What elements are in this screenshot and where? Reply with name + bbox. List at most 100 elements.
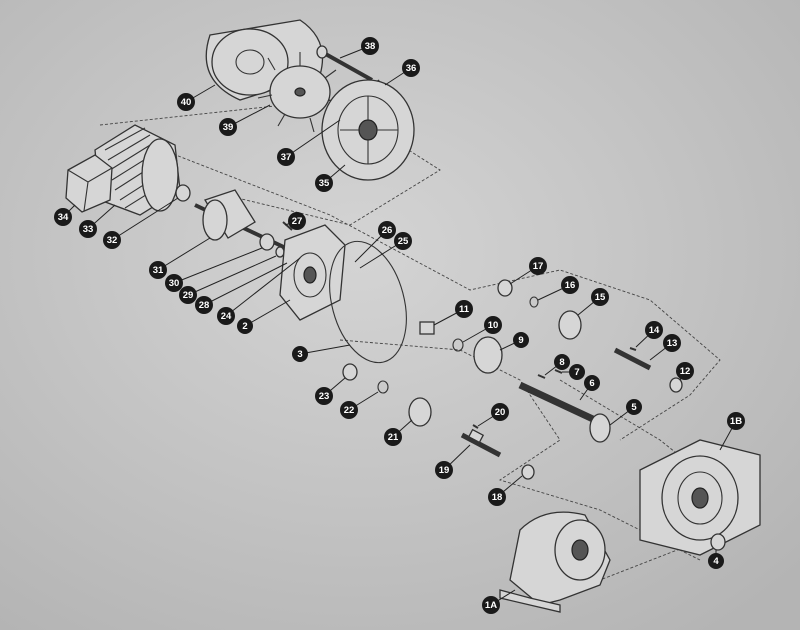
part-labels: 4038363937353433323130292827262524232322…	[54, 37, 745, 614]
callout-number: 25	[398, 236, 409, 247]
callout-number: 30	[169, 278, 180, 289]
callout-badge	[591, 288, 609, 306]
motor-flange	[279, 224, 346, 321]
callout-number: 5	[631, 402, 637, 413]
callout-badge	[484, 316, 502, 334]
callout-number: 12	[680, 366, 691, 377]
callout-badge	[676, 362, 694, 380]
callout-badge	[727, 412, 745, 430]
callout-badge	[219, 118, 237, 136]
bearing-front	[259, 233, 275, 251]
callout-30: 30	[165, 247, 263, 292]
callout-19: 19	[435, 444, 471, 479]
callout-number: 24	[221, 311, 232, 322]
callout-13: 13	[649, 334, 681, 361]
callout-badge	[361, 37, 379, 55]
callout-number: 8	[559, 357, 564, 368]
callout-number: 27	[292, 216, 303, 227]
callout-badge	[165, 274, 183, 292]
callout-badge	[435, 461, 453, 479]
callout-number: 6	[589, 378, 594, 389]
callout-badge	[491, 403, 509, 421]
callout-31: 31	[149, 237, 211, 279]
leader-line	[203, 262, 288, 306]
callout-5: 5	[609, 399, 642, 426]
callout-number: 29	[183, 290, 194, 301]
callout-badge	[315, 387, 333, 405]
callout-number: 18	[492, 492, 503, 503]
callout-27: 27	[284, 212, 306, 230]
callout-40: 40	[177, 84, 216, 111]
callout-2: 2	[237, 299, 291, 334]
callout-badge	[402, 59, 420, 77]
callout-10: 10	[462, 316, 502, 343]
end-shield	[321, 79, 415, 181]
callout-badge	[513, 332, 529, 348]
key-14	[629, 347, 637, 351]
callout-number: 15	[595, 292, 606, 303]
callout-badge	[288, 212, 306, 230]
callout-14: 14	[635, 321, 663, 348]
shaft-13	[613, 347, 652, 371]
callout-number: 36	[406, 63, 417, 74]
callout-badge	[340, 401, 358, 419]
callout-number: 1B	[730, 416, 742, 427]
callout-badge	[482, 596, 500, 614]
callout-badge	[626, 399, 642, 415]
callout-badge	[384, 428, 402, 446]
gear-housing-1B	[639, 439, 761, 556]
bearing-23	[342, 363, 358, 381]
callout-38: 38	[339, 37, 379, 59]
gear-21	[408, 397, 432, 427]
callout-39: 39	[219, 104, 271, 136]
callout-badge	[561, 276, 579, 294]
key-8	[537, 374, 546, 379]
oil-seal-4	[710, 533, 726, 551]
bearing-rear	[175, 184, 191, 202]
callout-17: 17	[509, 257, 547, 285]
callout-number: 17	[533, 261, 544, 272]
callout-6: 6	[579, 375, 600, 401]
pinion-shaft-19	[460, 428, 502, 458]
callout-28: 28	[195, 262, 288, 314]
motor-housing	[94, 124, 181, 216]
leader-line	[244, 299, 291, 327]
key-7	[554, 369, 563, 374]
callout-29: 29	[179, 255, 277, 304]
callout-4: 4	[708, 550, 724, 569]
callout-number: 38	[365, 41, 376, 52]
callout-number: 11	[459, 304, 470, 315]
callout-badge	[292, 346, 308, 362]
callout-badge	[103, 231, 121, 249]
bushing-11	[419, 321, 435, 335]
bearing-12	[669, 377, 683, 393]
callout-number: 13	[667, 338, 678, 349]
callout-22: 22	[340, 391, 379, 419]
callout-15: 15	[577, 288, 609, 316]
callout-badge	[488, 488, 506, 506]
gear-15	[558, 310, 582, 340]
callout-35: 35	[315, 164, 346, 192]
callout-badge	[663, 334, 681, 352]
callout-number: 20	[495, 407, 506, 418]
key-20	[472, 424, 479, 429]
callout-number: 1A	[485, 600, 497, 611]
callout-32: 32	[103, 197, 179, 249]
washer-22	[377, 380, 389, 394]
callout-3: 3	[292, 344, 351, 362]
callout-37: 37	[277, 119, 341, 166]
callout-24: 24	[217, 257, 301, 325]
callout-number: 32	[107, 235, 118, 246]
callout-number: 37	[281, 152, 292, 163]
callout-badge	[394, 232, 412, 250]
callout-36: 36	[384, 59, 420, 86]
callout-number: 28	[199, 300, 210, 311]
callout-number: 34	[58, 212, 69, 223]
callout-number: 2	[242, 321, 247, 332]
foot-housing-1A	[499, 511, 611, 613]
callout-18: 18	[488, 475, 523, 506]
long-bolt	[316, 45, 373, 82]
gasket	[329, 240, 407, 364]
callout-badge	[554, 354, 570, 370]
callout-badge	[277, 148, 295, 166]
